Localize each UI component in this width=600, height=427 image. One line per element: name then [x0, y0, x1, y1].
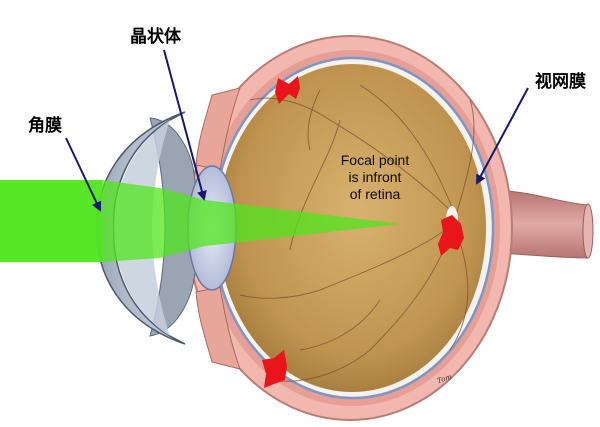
retina-pointer-arrow	[476, 87, 529, 185]
cornea-pointer-arrow	[65, 137, 102, 212]
retina-label: 视网膜	[535, 72, 586, 92]
marker-bottom	[262, 350, 287, 388]
blood-vessels	[239, 84, 475, 382]
annotation-line: is infront	[348, 169, 402, 185]
cornea-label: 角膜	[28, 116, 62, 136]
marker-top	[275, 76, 300, 104]
annotation-line: of retina	[349, 186, 401, 202]
annotation-line: Focal point	[340, 152, 410, 168]
light-beam-internal	[102, 180, 400, 262]
light-beam-external	[0, 180, 102, 262]
lens-pointer-arrow	[163, 49, 207, 201]
optic-nerve-end	[582, 203, 594, 259]
lens-label: 晶状体	[130, 27, 181, 47]
marker-right	[438, 215, 464, 256]
focal-point-annotation: Focal point is infront of retina	[312, 152, 438, 203]
